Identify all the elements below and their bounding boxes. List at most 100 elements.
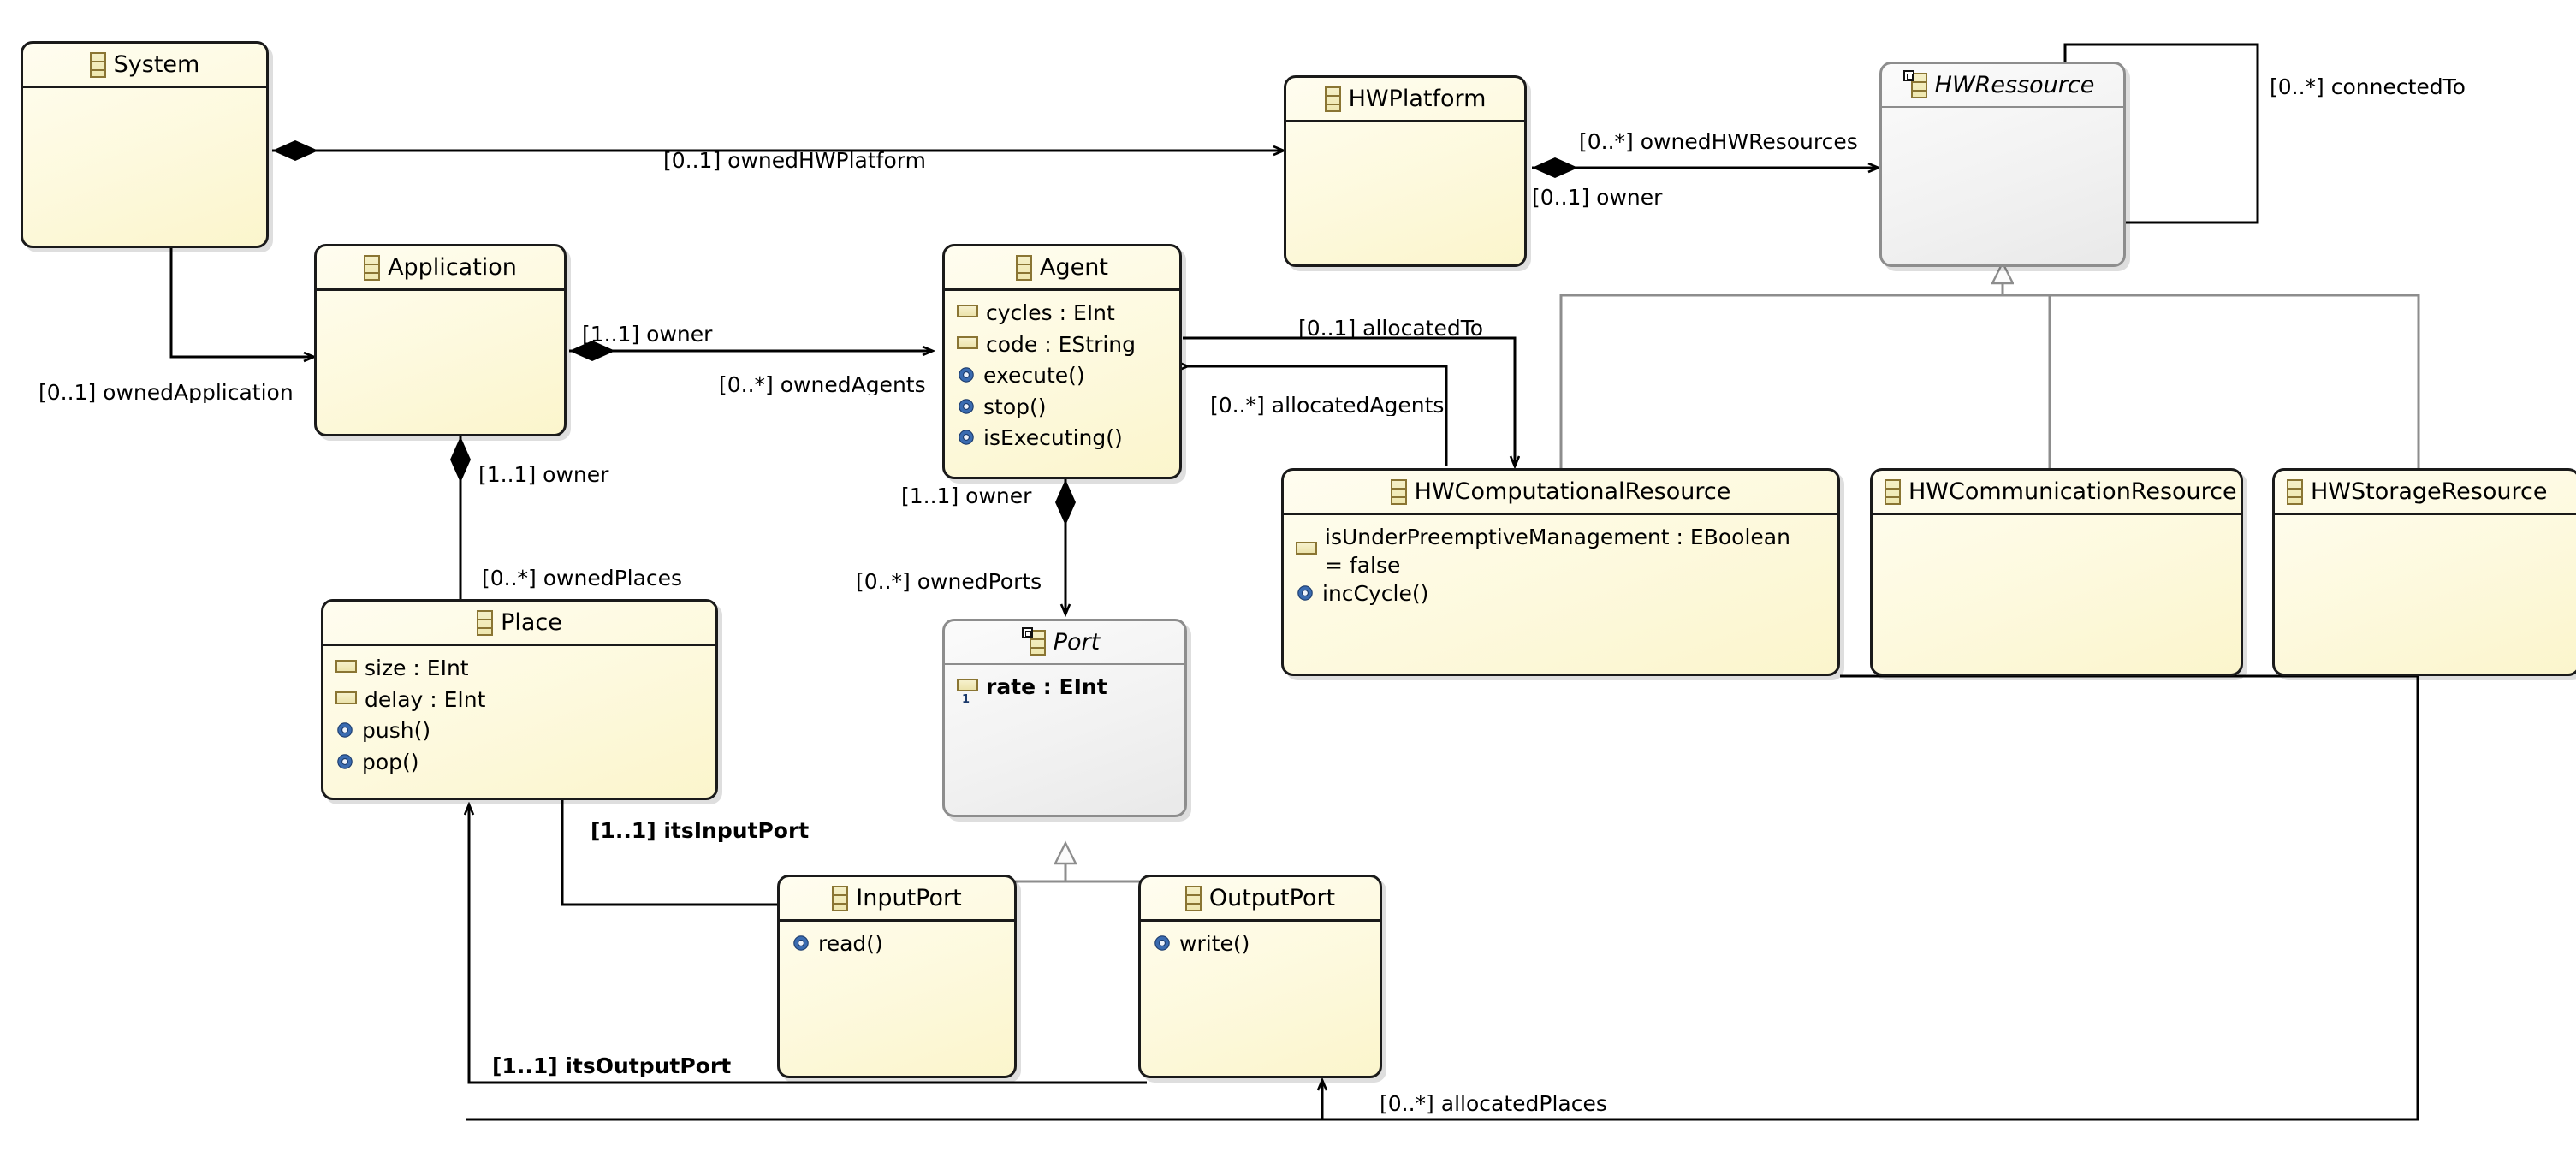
multiplicity-badge: 1 bbox=[962, 693, 970, 706]
attribute-label: size : EInt bbox=[365, 656, 469, 680]
class-icon bbox=[1390, 478, 1407, 505]
class-box-place[interactable]: Place size : EInt delay : EInt push() bbox=[321, 599, 718, 800]
class-members: size : EInt delay : EInt push() pop() bbox=[323, 646, 715, 776]
attribute-row: 1 rate : EInt bbox=[957, 673, 1184, 706]
class-members bbox=[1882, 108, 2123, 116]
edge-label-allocated-places: [0..*] allocatedPlaces bbox=[1380, 1093, 1607, 1114]
attribute-icon bbox=[1296, 542, 1317, 555]
class-header-hwplatform: HWPlatform bbox=[1286, 78, 1524, 120]
class-box-agent[interactable]: Agent cycles : EInt code : EString execu… bbox=[942, 244, 1182, 479]
operation-gear-icon bbox=[957, 397, 976, 416]
class-title: OutputPort bbox=[1208, 885, 1336, 911]
header-separator bbox=[23, 86, 266, 88]
attribute-label: cycles : EInt bbox=[986, 300, 1115, 325]
attribute-icon: 1 bbox=[957, 679, 978, 706]
operation-row: incCycle() bbox=[1296, 579, 1837, 608]
operation-row: execute() bbox=[957, 361, 1179, 390]
edge-label-its-input-port: [1..1] itsInputPort bbox=[591, 818, 810, 843]
edge-label-owned-agents: [0..*] ownedAgents bbox=[719, 374, 926, 395]
header-separator bbox=[945, 663, 1184, 665]
edge-label-port-owner: [1..1] owner bbox=[901, 484, 1032, 508]
class-members bbox=[1286, 122, 1524, 130]
class-header-outputport: OutputPort bbox=[1141, 877, 1380, 919]
header-separator bbox=[1873, 513, 2241, 515]
class-title: Agent bbox=[1040, 254, 1108, 281]
attribute-label: delay : EInt bbox=[365, 686, 486, 712]
class-box-hwstorageresource[interactable]: HWStorageResource bbox=[2272, 468, 2576, 676]
class-members: 1 rate : EInt bbox=[945, 665, 1184, 706]
edge-label-hw-owner: [0..1] owner bbox=[1532, 185, 1663, 210]
gen-hwressource-bar bbox=[1559, 294, 2420, 479]
operation-gear-icon bbox=[957, 365, 976, 384]
class-members bbox=[2275, 515, 2576, 523]
header-separator bbox=[780, 919, 1014, 922]
class-box-application[interactable]: Application bbox=[314, 244, 567, 436]
operation-row: isExecuting() bbox=[957, 424, 1179, 453]
class-icon bbox=[89, 51, 106, 78]
class-icon bbox=[1184, 885, 1202, 911]
class-icon bbox=[1016, 254, 1033, 281]
class-icon bbox=[477, 609, 494, 636]
abstract-class-icon bbox=[1021, 626, 1046, 656]
class-icon bbox=[832, 885, 849, 911]
attribute-row: isUnderPreemptiveManagement : EBoolean = … bbox=[1296, 523, 1837, 579]
edge-allocated-agents bbox=[1188, 366, 1448, 466]
operation-label: push() bbox=[362, 718, 431, 743]
abstract-marker-icon bbox=[1021, 626, 1033, 638]
operation-row: pop() bbox=[335, 748, 715, 777]
header-separator bbox=[1286, 120, 1524, 122]
class-members bbox=[1873, 515, 2241, 523]
class-header-hwressource: HWRessource bbox=[1882, 64, 2123, 106]
edge-label-place-owner: [1..1] owner bbox=[478, 462, 609, 487]
class-members bbox=[317, 291, 564, 299]
attribute-icon bbox=[335, 691, 357, 704]
operation-row: write() bbox=[1153, 929, 1380, 958]
operation-gear-icon bbox=[335, 721, 354, 739]
class-box-hwressource[interactable]: HWRessource bbox=[1879, 62, 2126, 267]
abstract-class-icon bbox=[1902, 69, 1927, 98]
header-separator bbox=[1141, 919, 1380, 922]
attribute-icon bbox=[957, 335, 978, 349]
class-title: HWRessource bbox=[1934, 72, 2095, 98]
class-box-hwplatform[interactable]: HWPlatform bbox=[1284, 75, 1527, 267]
operation-gear-icon bbox=[1153, 934, 1172, 952]
class-box-system[interactable]: System bbox=[21, 41, 269, 248]
class-header-agent: Agent bbox=[945, 246, 1179, 288]
operation-label: pop() bbox=[362, 749, 419, 774]
header-separator bbox=[1284, 513, 1837, 515]
attribute-icon bbox=[957, 305, 978, 317]
edge-label-owned-application: [0..1] ownedApplication bbox=[39, 382, 294, 403]
attribute-name: isUnderPreemptiveManagement : EBoolean bbox=[1325, 525, 1790, 549]
class-box-port[interactable]: Port 1 rate : EInt bbox=[942, 619, 1187, 817]
attribute-label: rate : EInt bbox=[986, 674, 1107, 699]
class-header-port: Port bbox=[945, 621, 1184, 663]
class-title: Application bbox=[388, 254, 517, 281]
class-box-hwcommunicationresource[interactable]: HWCommunicationResource bbox=[1870, 468, 2243, 676]
operation-gear-icon bbox=[792, 934, 810, 952]
attribute-row: delay : EInt bbox=[335, 685, 715, 715]
class-title: HWStorageResource bbox=[2311, 478, 2548, 505]
class-title: Port bbox=[1053, 629, 1101, 656]
class-members bbox=[23, 88, 266, 96]
header-separator bbox=[945, 288, 1179, 291]
edge-label-allocated-agents: [0..*] allocatedAgents bbox=[1210, 395, 1445, 416]
class-header-inputport: InputPort bbox=[780, 877, 1014, 919]
edge-label-owned-hw-platform: [0..1] ownedHWPlatform bbox=[663, 148, 926, 173]
edge-label-its-output-port: [1..1] itsOutputPort bbox=[492, 1053, 732, 1078]
attribute-icon bbox=[335, 660, 357, 673]
class-members: read() bbox=[780, 922, 1014, 958]
operation-label: read() bbox=[818, 931, 883, 956]
abstract-marker-icon bbox=[1902, 69, 1914, 81]
class-box-hwcomputationalresource[interactable]: HWComputationalResource isUnderPreemptiv… bbox=[1281, 468, 1840, 676]
attribute-row: size : EInt bbox=[335, 654, 715, 683]
class-box-inputport[interactable]: InputPort read() bbox=[777, 875, 1017, 1078]
class-members: isUnderPreemptiveManagement : EBoolean = … bbox=[1284, 515, 1837, 608]
header-separator bbox=[2275, 513, 2576, 515]
class-members: cycles : EInt code : EString execute() s… bbox=[945, 291, 1179, 453]
attribute-default: = false bbox=[1325, 552, 1401, 578]
operation-row: read() bbox=[792, 929, 1014, 958]
operation-row: stop() bbox=[957, 393, 1179, 422]
class-title: HWPlatform bbox=[1348, 86, 1487, 112]
attribute-label: isUnderPreemptiveManagement : EBoolean = … bbox=[1325, 523, 1837, 579]
class-box-outputport[interactable]: OutputPort write() bbox=[1138, 875, 1382, 1078]
